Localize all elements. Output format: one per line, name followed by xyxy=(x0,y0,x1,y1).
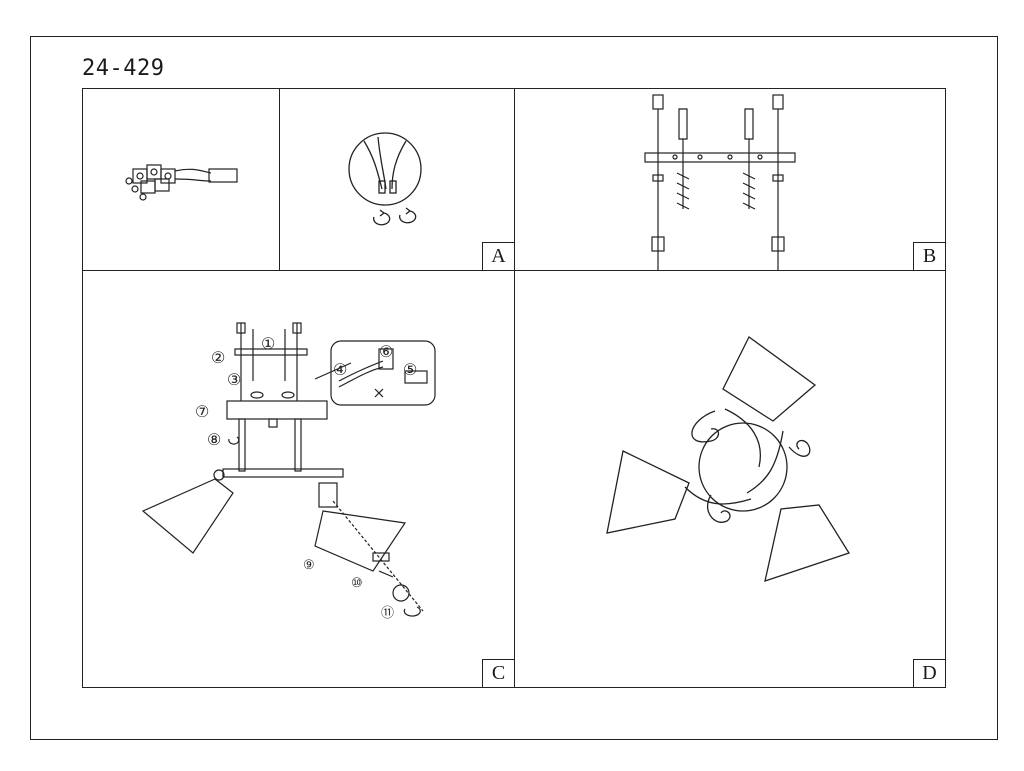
panel-terminal-block xyxy=(82,88,280,271)
bulb xyxy=(392,584,410,602)
sheet-border xyxy=(30,36,998,740)
cable-sheath xyxy=(208,168,238,183)
ceiling-canopy xyxy=(698,422,788,512)
mounting-bracket-drawing xyxy=(644,94,796,279)
ceiling-plate xyxy=(226,400,328,420)
twist-arrow-icon xyxy=(403,606,421,617)
scroll-arm xyxy=(706,494,731,523)
panel-a: A xyxy=(279,88,515,271)
screw-head xyxy=(652,94,664,110)
lamp-shade xyxy=(722,336,817,422)
callout-4: ④ xyxy=(333,362,347,379)
lamp-shade xyxy=(141,478,234,554)
bulb-socket xyxy=(318,482,338,508)
panel-label-b: B xyxy=(913,242,945,270)
nut xyxy=(771,236,785,252)
lamp-shade xyxy=(314,510,407,572)
wire-connector xyxy=(389,180,397,194)
detail-circle xyxy=(348,132,422,206)
lamp-arm xyxy=(222,468,344,478)
callout-5: ⑤ xyxy=(403,362,417,379)
twist-arrow-icon xyxy=(373,212,391,226)
assembly-exploded-drawing: ① ② ③ ④ ⑤ ⑥ ⑦ ⑧ ⑨ ⑩ ⑪ xyxy=(141,322,436,620)
callout-6: ⑥ xyxy=(379,344,393,361)
terminal-block-drawing xyxy=(125,164,238,201)
nut xyxy=(651,236,665,252)
scroll-arm xyxy=(788,439,811,457)
panel-c: ① ② ③ ④ ⑤ ⑥ ⑦ ⑧ ⑨ ⑩ ⑪ C xyxy=(82,270,515,688)
callout-1: ① xyxy=(261,336,275,353)
terminal-cell xyxy=(146,164,162,180)
twist-arrow-icon xyxy=(399,210,417,224)
terminal-cell xyxy=(154,178,170,192)
wire-connector xyxy=(378,180,386,194)
callout-11: ⑪ xyxy=(381,605,394,620)
callout-3: ③ xyxy=(227,372,241,389)
screw-head xyxy=(772,94,784,110)
callout-2: ② xyxy=(211,350,225,367)
lamp-shade xyxy=(606,450,690,534)
finished-fixture-drawing xyxy=(606,336,850,582)
panel-label-a: A xyxy=(482,242,514,270)
lamp-shade xyxy=(764,504,850,582)
callout-9: ⑨ xyxy=(303,557,315,572)
panel-label-d: D xyxy=(913,659,945,687)
wall-plug xyxy=(744,108,754,140)
mounting-bracket xyxy=(234,348,308,356)
callout-8: ⑧ xyxy=(207,432,221,449)
callout-10: ⑩ xyxy=(351,575,363,590)
panel-b: B xyxy=(514,88,946,279)
scroll-arm xyxy=(691,410,720,443)
wire-connection-drawing xyxy=(348,132,422,226)
wiring-inset xyxy=(330,340,436,406)
wall-plug xyxy=(678,108,688,140)
model-number: 24-429 xyxy=(82,56,165,81)
mounting-bracket xyxy=(644,152,796,163)
panel-label-c: C xyxy=(482,659,514,687)
callout-7: ⑦ xyxy=(195,404,209,421)
panel-d: D xyxy=(514,270,946,688)
terminal-cell xyxy=(160,168,176,184)
